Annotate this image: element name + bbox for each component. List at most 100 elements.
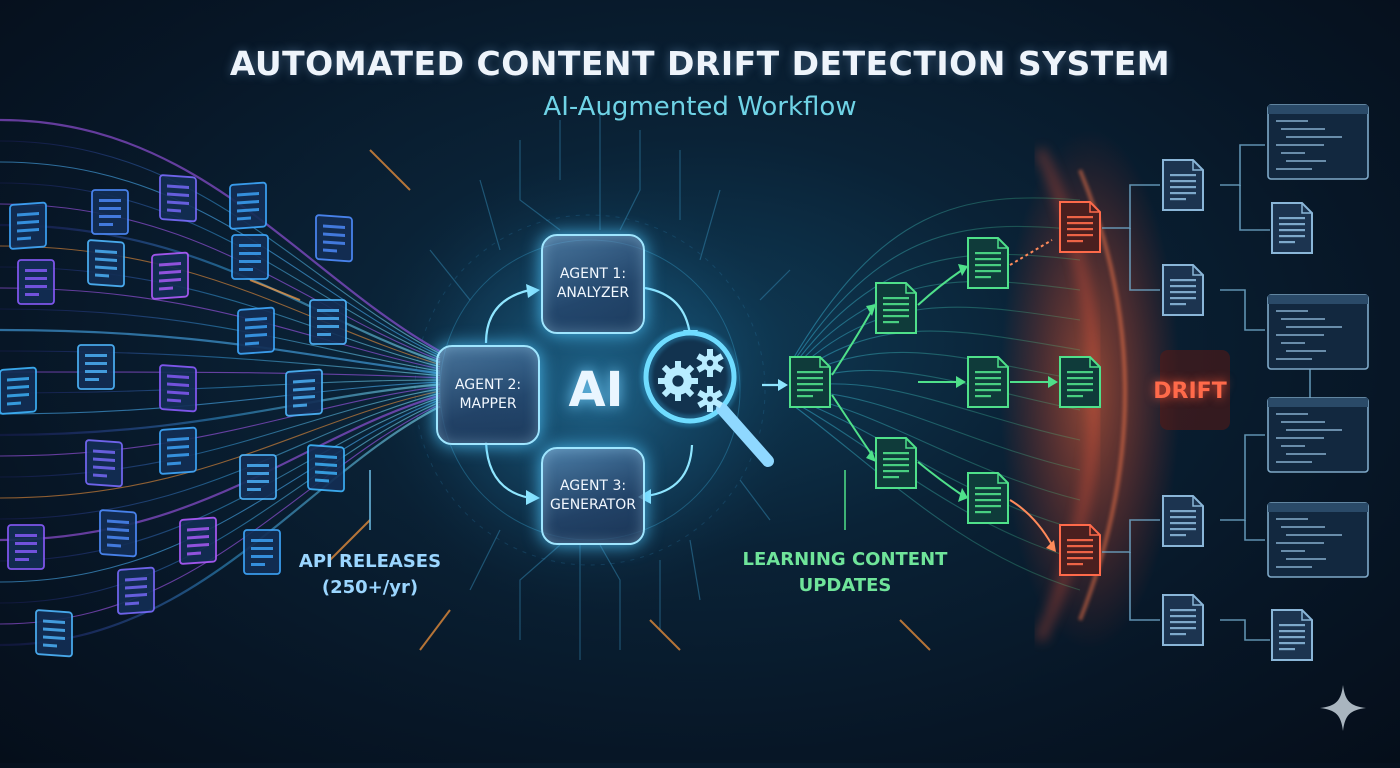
input-document-icon — [315, 214, 353, 263]
document-line — [43, 635, 65, 641]
document-line — [1170, 174, 1196, 177]
document-frame — [117, 566, 155, 615]
document-line — [975, 258, 1001, 261]
code-line — [1286, 558, 1326, 560]
circuit-trace — [619, 130, 641, 231]
cycle-arrow-left-bottom — [484, 441, 531, 500]
document-line — [99, 223, 113, 226]
document-line — [1279, 642, 1305, 645]
document-line — [1067, 371, 1093, 374]
document-frame — [77, 344, 115, 390]
document-fold — [1192, 160, 1203, 171]
document-line — [975, 487, 1001, 490]
gear-hole — [707, 396, 713, 402]
document-line — [975, 511, 991, 514]
document-line — [315, 454, 337, 460]
code-line — [1286, 350, 1326, 352]
document-line — [1170, 621, 1196, 624]
code-window-icon — [1267, 502, 1369, 578]
code-line — [1286, 534, 1342, 536]
document-icon — [1059, 356, 1101, 408]
flow-arrow — [831, 309, 873, 376]
drift-label: DRIFT — [1153, 379, 1227, 404]
input-document-icon — [231, 234, 269, 280]
document-line — [883, 303, 909, 306]
document-line — [107, 527, 129, 533]
agent-analyzer-box: AGENT 1: ANALYZER — [541, 234, 645, 334]
document-body — [1271, 202, 1313, 254]
code-line — [1281, 152, 1305, 154]
output-document-icon — [1271, 609, 1313, 661]
arrow-head — [958, 488, 968, 502]
flow-arrow — [917, 269, 963, 306]
document-line — [1170, 522, 1196, 525]
document-line — [323, 232, 345, 238]
code-line — [1276, 542, 1324, 544]
document-line — [975, 377, 1001, 380]
gear-tooth — [675, 361, 681, 369]
document-fold — [997, 357, 1008, 368]
document-line — [1067, 216, 1093, 219]
document-line — [125, 576, 147, 582]
input-document-icon — [159, 364, 197, 413]
document-line — [167, 452, 189, 458]
document-line — [883, 297, 909, 300]
document-line — [797, 389, 823, 392]
document-line — [1170, 609, 1196, 612]
document-fold — [1192, 496, 1203, 507]
document-line — [1170, 285, 1196, 288]
ai-center-label: AI — [568, 362, 624, 418]
stream-line — [0, 379, 441, 394]
code-line — [1286, 160, 1326, 162]
green-stream-line — [789, 399, 1081, 561]
document-line — [1279, 648, 1295, 651]
light-streak — [329, 519, 371, 561]
document-line — [85, 354, 107, 357]
flow-arrow — [917, 461, 963, 496]
document-line — [1067, 551, 1093, 554]
document-line — [239, 244, 261, 247]
arrow-head — [778, 379, 788, 391]
stream-line — [0, 383, 441, 437]
document-line — [1170, 510, 1196, 513]
document-line — [1067, 563, 1083, 566]
green-stream-line — [789, 306, 1081, 377]
tree-connector — [1239, 185, 1270, 231]
document-line — [15, 550, 37, 553]
tree-connector — [1129, 552, 1160, 621]
document-frame — [179, 516, 217, 565]
code-line — [1276, 120, 1308, 122]
document-line — [975, 395, 991, 398]
document-line — [315, 470, 337, 476]
document-line — [7, 376, 29, 382]
gear-tooth — [707, 349, 713, 357]
document-line — [1170, 627, 1196, 630]
document-line — [1170, 291, 1196, 294]
document-line — [25, 285, 47, 288]
gear-small-icon — [697, 386, 723, 412]
code-line — [1281, 318, 1325, 320]
document-line — [1170, 303, 1186, 306]
document-line — [167, 374, 189, 380]
document-line — [25, 293, 39, 296]
document-line — [187, 534, 209, 540]
code-line — [1281, 342, 1305, 344]
code-window-titlebar — [1268, 398, 1368, 407]
code-line — [1286, 136, 1342, 138]
document-line — [975, 252, 1001, 255]
document-fold — [1301, 203, 1312, 214]
code-window-icon — [1267, 397, 1369, 473]
document-line — [167, 208, 181, 213]
document-line — [25, 277, 47, 280]
document-icon — [789, 356, 831, 408]
code-line — [1276, 168, 1312, 170]
document-body — [1162, 264, 1204, 316]
circuit-trace — [429, 249, 471, 301]
circuit-trace — [479, 179, 501, 251]
document-body — [967, 356, 1009, 408]
document-line — [1067, 240, 1083, 243]
code-window-frame — [1267, 397, 1369, 473]
document-line — [15, 558, 29, 561]
document-line — [1067, 383, 1093, 386]
